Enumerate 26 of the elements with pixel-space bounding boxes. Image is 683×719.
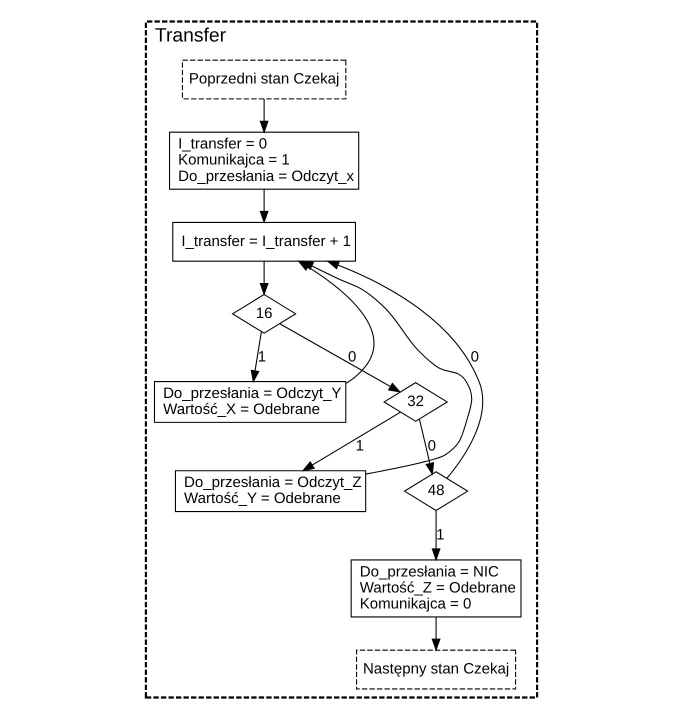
edge-label: 0 [470, 348, 479, 366]
node-box: I_transfer = I_transfer + 1 [172, 222, 356, 262]
arrow [418, 419, 434, 476]
edge-label: 0 [348, 348, 356, 366]
node-box: Do_przesłania = Odczyt_Y Wartość_X = Odebrane [154, 381, 346, 423]
node-box: Poprzedni stan Czekaj [182, 60, 346, 100]
arrow [432, 510, 441, 562]
arrow [326, 260, 484, 479]
edge-label: 1 [436, 526, 445, 544]
node-box: Do_przesłania = Odczyt_Z Wartość_Y = Odebrane [174, 470, 366, 512]
node-box: Do_przesłania = NIC Wartość_Z = Odebrane Komunikajca = 0 [350, 559, 522, 618]
arrow [300, 260, 472, 475]
edge-label: 1 [356, 438, 364, 455]
edge-label: 0 [428, 438, 436, 455]
arrow [280, 323, 402, 393]
node-box: Następny stan Czekaj [356, 650, 516, 690]
edge-label: 1 [258, 348, 266, 366]
node-diamond: 48 [404, 471, 469, 512]
arrow [302, 412, 401, 472]
arrow [432, 617, 441, 652]
node-diamond: 16 [232, 294, 297, 334]
arrow [260, 98, 269, 134]
node-box: I_transfer = 0 Komunikajca = 1 Do_przesłania = Odczyt_x [169, 132, 360, 190]
arrow [260, 189, 269, 224]
arrow [260, 261, 269, 296]
arrow [250, 332, 262, 384]
